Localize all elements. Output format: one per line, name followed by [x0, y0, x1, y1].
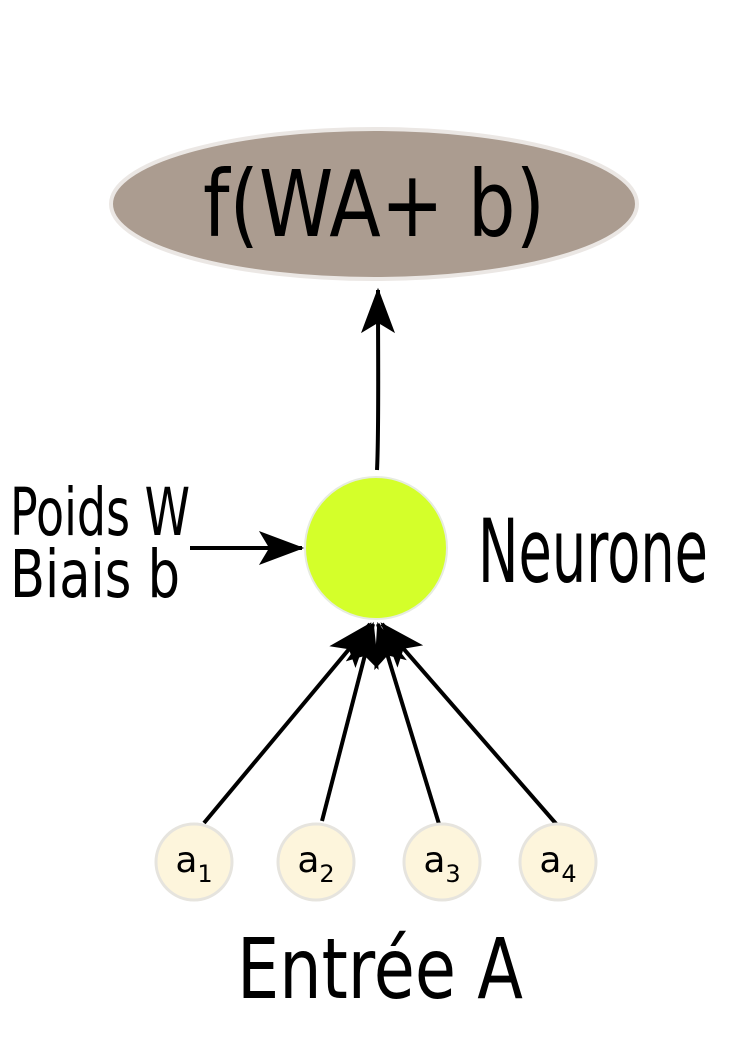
- input-node-3: a3: [402, 822, 482, 902]
- input-arrow-4: [380, 622, 560, 828]
- input-node-2: a2: [276, 822, 356, 902]
- params-bias-label: Biais b: [10, 536, 180, 613]
- input-node-4-base: a: [539, 840, 561, 881]
- input-node-1-base: a: [175, 840, 197, 881]
- input-arrow-2: [320, 621, 379, 822]
- neuron-to-output-arrow: [361, 287, 396, 471]
- input-arrow-1: [202, 622, 372, 825]
- input-node-4: a4: [518, 822, 598, 902]
- svg-text:a3: a3: [423, 840, 460, 888]
- output-ellipse: [109, 127, 639, 281]
- svg-text:a4: a4: [539, 840, 576, 888]
- input-node-2-sub: 2: [319, 860, 334, 888]
- input-node-3-base: a: [423, 840, 445, 881]
- input-node-1: a1: [154, 822, 234, 902]
- svg-text:a1: a1: [175, 840, 212, 888]
- neuron-node: [304, 476, 448, 620]
- output-formula: f(WA+ b): [203, 151, 545, 258]
- input-node-1-sub: 1: [197, 860, 212, 888]
- input-node-2-base: a: [297, 840, 319, 881]
- input-node-3-sub: 3: [445, 860, 460, 888]
- params-weight-label: Poids W: [10, 474, 190, 551]
- inputs-title: Entrée A: [237, 920, 523, 1018]
- svg-text:a2: a2: [297, 840, 334, 888]
- neuron-label: Neurone: [478, 500, 708, 603]
- input-node-4-sub: 4: [561, 860, 576, 888]
